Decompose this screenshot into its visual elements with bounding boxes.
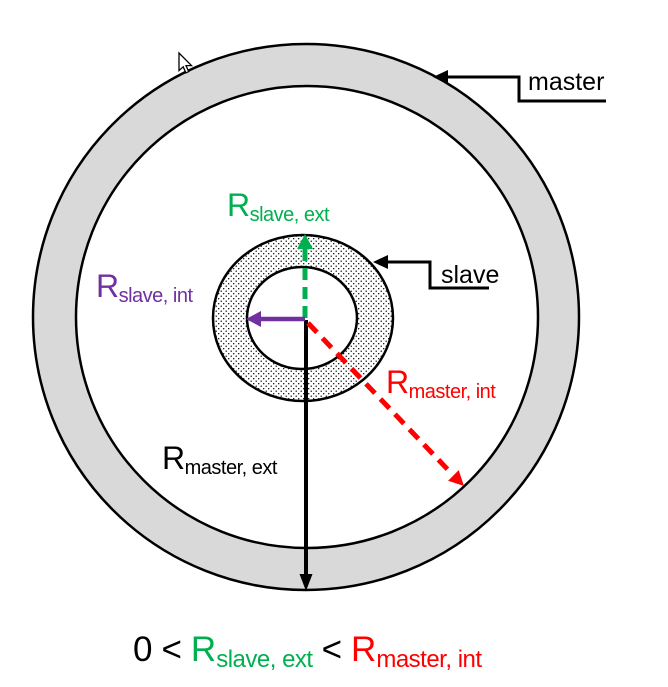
label-subscript: slave, ext <box>216 646 313 673</box>
master-callout-label: master <box>528 68 605 96</box>
formula-less-than-2: < <box>321 630 343 669</box>
label-subscript: slave, ext <box>249 204 330 226</box>
label-r-master-int: Rmaster, int <box>386 364 496 402</box>
mouse-pointer-icon <box>178 51 194 74</box>
arrowhead-down-icon <box>299 574 313 591</box>
slave-callout-line <box>373 255 489 290</box>
arrowhead-left-icon <box>373 255 388 269</box>
label-subscript: slave, int <box>118 285 193 307</box>
label-subscript: master, ext <box>184 457 278 479</box>
label-base: R <box>162 440 185 476</box>
formula-zero: 0 <box>133 630 153 669</box>
formula-r-master-int: Rmaster, int <box>351 630 482 672</box>
label-subscript: master, int <box>376 646 482 673</box>
label-base: R <box>190 630 217 669</box>
arrowhead-up-icon <box>297 234 313 249</box>
label-base: R <box>351 630 377 669</box>
r-slave-int-arrow <box>246 311 305 327</box>
label-r-slave-int: Rslave, int <box>96 268 193 306</box>
r-master-ext-arrow <box>299 320 313 591</box>
label-r-master-ext: Rmaster, ext <box>162 440 277 478</box>
r-slave-ext-arrow <box>297 234 313 318</box>
label-base: R <box>96 268 119 304</box>
arrowhead-diagonal-icon <box>448 470 464 486</box>
label-base: R <box>386 364 409 400</box>
formula-r-slave-ext: Rslave, ext <box>190 630 313 672</box>
label-r-slave-ext: Rslave, ext <box>227 187 330 225</box>
master-callout-line <box>433 70 606 103</box>
label-base: R <box>227 187 250 223</box>
slave-callout-label: slave <box>441 261 500 289</box>
label-subscript: master, int <box>408 381 496 403</box>
formula-less-than-1: < <box>161 630 182 669</box>
arrowhead-left-icon <box>246 311 261 327</box>
r-master-int-arrow <box>306 321 464 486</box>
constraint-formula: 0<Rslave, ext<Rmaster, int <box>133 630 482 672</box>
arrowhead-left-icon <box>433 70 448 84</box>
